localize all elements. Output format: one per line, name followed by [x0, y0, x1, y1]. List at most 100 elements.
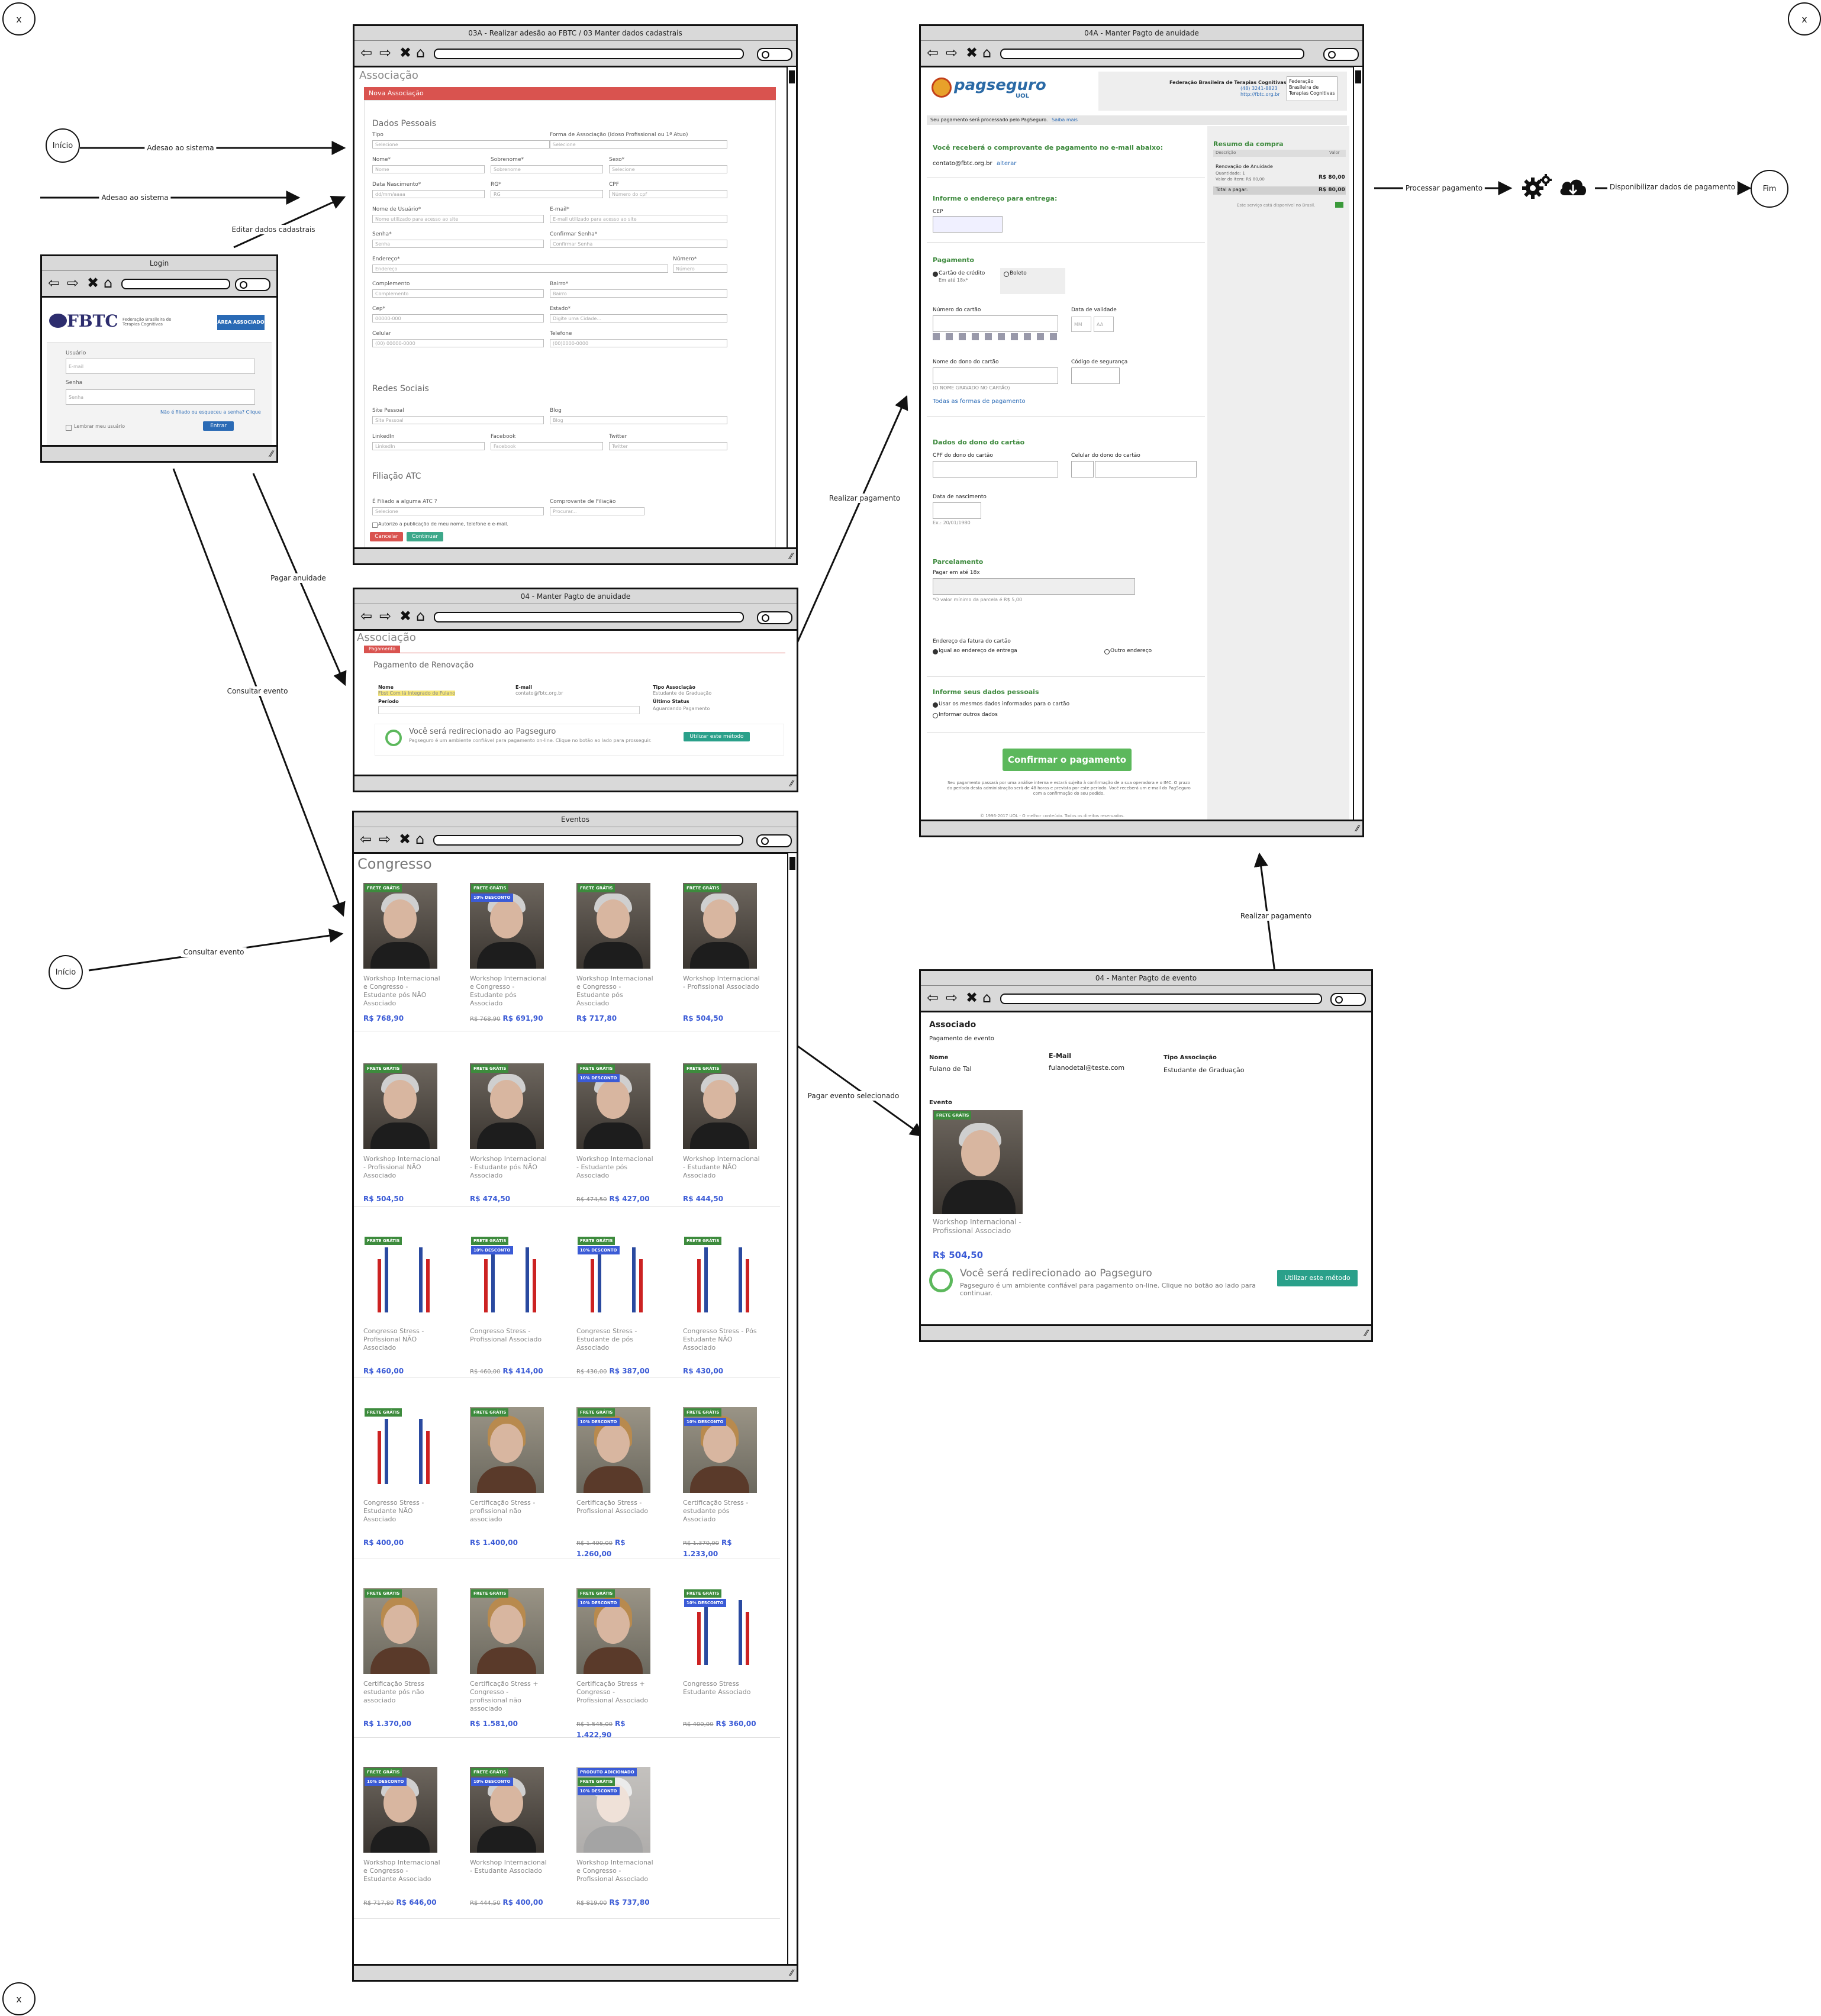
product-image[interactable] [470, 1407, 544, 1493]
vertical-scrollbar[interactable] [787, 67, 796, 549]
remember-checkbox[interactable] [66, 425, 72, 431]
field-input[interactable]: Complemento [372, 289, 544, 298]
product-title[interactable]: Workshop Internacional e Congresso - Est… [576, 975, 653, 1007]
back-icon[interactable]: ⇦ [360, 44, 373, 61]
resize-grip-icon[interactable]: ⁄⁄ [790, 779, 793, 789]
address-bar[interactable] [433, 835, 743, 846]
continue-button[interactable]: Continuar [407, 532, 443, 541]
cpf-input[interactable] [933, 461, 1058, 478]
back-icon[interactable]: ⇦ [360, 608, 373, 624]
org-site[interactable]: http://fbtc.org.br [1240, 92, 1280, 97]
field-input[interactable]: Selecione [550, 140, 727, 149]
field-input[interactable]: (00)0000-0000 [550, 339, 727, 347]
home-icon[interactable]: ⌂ [982, 989, 992, 1006]
product-title[interactable]: Workshop Internacional - Estudante pós N… [470, 1155, 547, 1179]
product-image[interactable] [363, 1063, 437, 1149]
search-box[interactable] [757, 48, 792, 61]
forward-icon[interactable]: ⇨ [379, 608, 392, 624]
resize-grip-icon[interactable]: ⁄⁄ [790, 1969, 793, 1978]
resize-grip-icon[interactable]: ⁄⁄ [789, 552, 792, 562]
product-title[interactable]: Workshop Internacional - Profissional NÃ… [363, 1155, 440, 1179]
product-title[interactable]: Certificação Stress + Congresso - profis… [470, 1680, 539, 1712]
home-icon[interactable]: ⌂ [104, 275, 113, 291]
product-image[interactable] [363, 1588, 437, 1674]
product-image[interactable] [683, 1236, 757, 1321]
field-input[interactable]: Procurar... [550, 507, 644, 515]
field-input[interactable]: Facebook [491, 442, 603, 450]
forward-icon[interactable]: ⇨ [67, 275, 79, 291]
product-image[interactable] [576, 883, 650, 969]
product-image[interactable] [683, 883, 757, 969]
area-associado-button[interactable]: ÁREA ASSOCIADO [217, 315, 265, 330]
back-icon[interactable]: ⇦ [927, 44, 939, 61]
product-image[interactable] [683, 1063, 757, 1149]
home-icon[interactable]: ⌂ [416, 44, 426, 61]
product-title[interactable]: Certificação Stress - estudante pós Asso… [683, 1499, 749, 1523]
address-bar[interactable] [121, 279, 230, 289]
field-input[interactable]: Digite uma Cidade... [550, 314, 727, 322]
product-image[interactable] [470, 1588, 544, 1674]
product-title[interactable]: Congresso Stress - Estudante de pós Asso… [576, 1327, 637, 1351]
phone-ddd-input[interactable] [1071, 461, 1094, 478]
card-number-input[interactable] [933, 315, 1058, 332]
home-icon[interactable]: ⌂ [416, 608, 426, 624]
back-icon[interactable]: ⇦ [360, 831, 372, 847]
holder-name-input[interactable] [933, 367, 1058, 384]
search-box[interactable] [756, 834, 792, 847]
product-title[interactable]: Workshop Internacional - Estudante Assoc… [470, 1859, 547, 1875]
home-icon[interactable]: ⌂ [415, 831, 425, 847]
forward-icon[interactable]: ⇨ [379, 44, 392, 61]
address-bar[interactable] [434, 49, 744, 59]
field-input[interactable]: Selecione [372, 507, 544, 515]
validity-aa[interactable]: AA [1094, 317, 1114, 332]
cep-input[interactable] [933, 216, 1003, 233]
field-input[interactable]: Senha [372, 240, 544, 248]
bill-same-radio[interactable] [933, 649, 938, 654]
install-select[interactable] [933, 578, 1135, 595]
forward-icon[interactable]: ⇨ [946, 989, 958, 1006]
product-title[interactable]: Workshop Internacional - Profissional As… [683, 975, 760, 991]
receipt-change-link[interactable]: alterar [997, 160, 1017, 167]
product-title[interactable]: Congresso Stress - Estudante NÃO Associa… [363, 1499, 424, 1523]
field-input[interactable]: 00000-000 [372, 314, 544, 322]
stop-icon[interactable]: ✖ [966, 44, 978, 61]
field-input[interactable]: Sobrenome [491, 165, 603, 173]
product-title[interactable]: Workshop Internacional - Estudante NÃO A… [683, 1155, 760, 1179]
field-input[interactable]: LinkedIn [372, 442, 485, 450]
product-title[interactable]: Congresso Stress - Pós Estudante NÃO Ass… [683, 1327, 757, 1351]
search-box[interactable] [1330, 993, 1366, 1006]
product-title[interactable]: Workshop Internacional - Estudante pós A… [576, 1155, 653, 1179]
use-method-button[interactable]: Utilizar este método [684, 732, 750, 741]
back-icon[interactable]: ⇦ [48, 275, 60, 291]
field-input[interactable]: Selecione [609, 165, 727, 173]
field-input[interactable]: Blog [550, 416, 727, 424]
field-input[interactable]: Nome utilizado para acesso ao site [372, 215, 544, 223]
field-input[interactable]: Selecione [372, 140, 550, 149]
user-input[interactable]: E-mail [66, 359, 255, 374]
periodo-select[interactable] [378, 706, 640, 714]
pass-input[interactable]: Senha [66, 389, 255, 405]
product-title[interactable]: Congresso Stress Estudante Associado [683, 1680, 751, 1696]
consent-checkbox[interactable] [372, 522, 378, 528]
card-radio[interactable] [933, 272, 938, 277]
security-code-input[interactable] [1071, 367, 1120, 384]
product-title[interactable]: Workshop Internacional e Congresso - Est… [363, 975, 440, 1007]
product-image[interactable] [363, 1236, 437, 1321]
login-submit-button[interactable]: Entrar [203, 421, 234, 431]
address-bar[interactable] [1000, 994, 1322, 1004]
search-box[interactable] [235, 278, 270, 291]
